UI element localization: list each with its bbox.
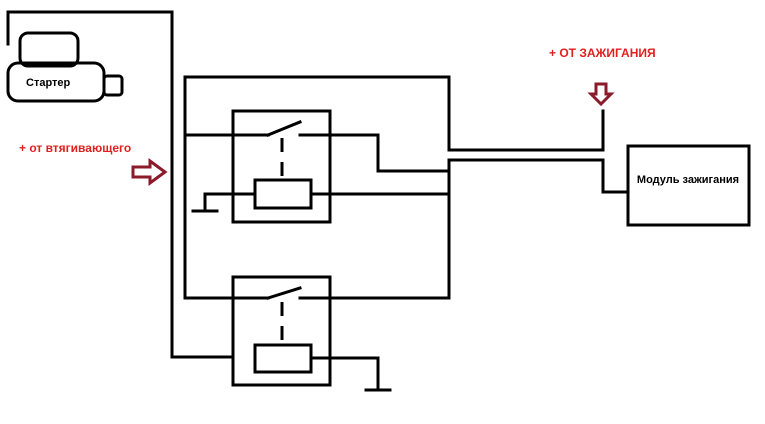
starter-label: Стартер: [26, 77, 71, 89]
wire-to-module: [447, 158, 630, 194]
relay-1-coil: [253, 178, 313, 210]
relay-1-box: [231, 109, 332, 224]
ignition-module: Модуль зажигания: [626, 144, 751, 227]
arrow-right-icon: [131, 158, 168, 186]
relay-1-switch: [266, 120, 302, 137]
ignition-module-label: Модуль зажигания: [637, 174, 739, 186]
relay-2-coil-ground-wire: [309, 356, 380, 392]
wire-starter-top: [6, 10, 174, 46]
starter-solenoid: [18, 31, 80, 68]
wire-top-bus: [183, 75, 605, 152]
starter-motor: Стартер: [6, 10, 174, 103]
wire-relay-1-out: [376, 133, 451, 173]
wire-starter-main: [170, 10, 235, 359]
relay-2: [231, 275, 392, 392]
wire-left-bus: [183, 75, 235, 300]
starter-nose: [102, 74, 124, 97]
from-ignition-label: + ОТ ЗАЖИГАНИЯ: [549, 46, 656, 60]
relay-2-switch: [266, 286, 302, 300]
ignition-module-box: [626, 144, 751, 227]
from-retractor-label: + от втягивающего: [19, 141, 131, 155]
relay-1: [183, 109, 451, 224]
relay-1-coil-ground-wire: [203, 192, 257, 213]
arrow-down-icon: [587, 82, 615, 107]
relay-2-coil: [253, 343, 313, 374]
relay-2-box: [231, 275, 332, 387]
wire-junction: [318, 158, 451, 300]
